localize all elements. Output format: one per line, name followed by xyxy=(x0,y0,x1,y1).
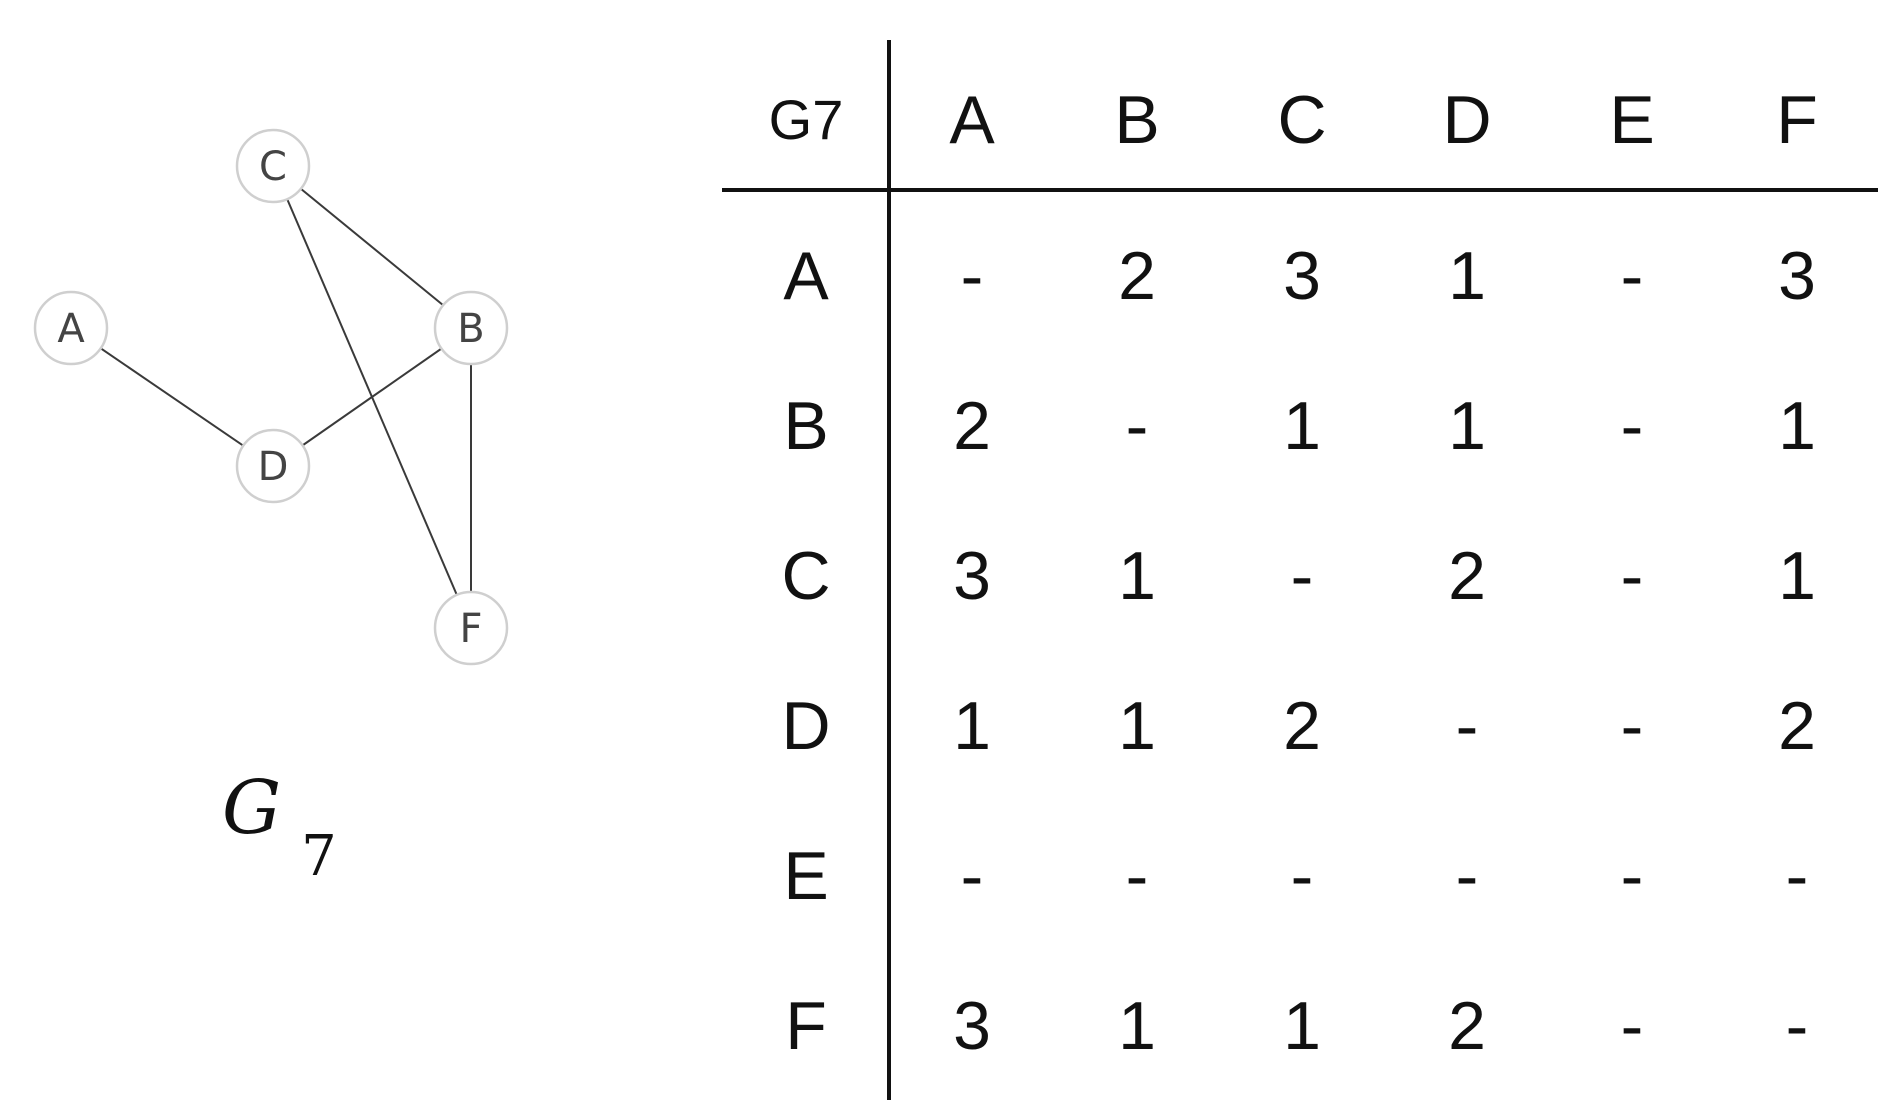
node-label: A xyxy=(57,306,85,352)
edge-d-b xyxy=(272,327,472,467)
table-cell-e-c: - xyxy=(1290,838,1314,914)
node-f: F xyxy=(433,590,509,666)
graph-caption: G7 xyxy=(222,765,337,889)
row-header-b: B xyxy=(783,388,829,464)
node-b: B xyxy=(433,290,509,366)
row-header-d: D xyxy=(781,688,831,764)
table-cell-a-c: 3 xyxy=(1283,238,1321,314)
table-cell-c-e: - xyxy=(1620,538,1644,614)
table-cell-a-a: - xyxy=(960,238,984,314)
table-cell-d-a: 1 xyxy=(953,688,991,764)
table-cell-f-f: - xyxy=(1785,988,1809,1064)
table-cell-e-d: - xyxy=(1455,838,1479,914)
row-header-e: E xyxy=(783,838,829,914)
table-cell-d-b: 1 xyxy=(1118,688,1156,764)
table-cell-b-a: 2 xyxy=(953,388,991,464)
node-circle xyxy=(433,290,509,366)
graph-edges xyxy=(70,165,472,629)
table-cell-c-d: 2 xyxy=(1448,538,1486,614)
graph-diagram: C A B D F xyxy=(33,128,509,666)
table-cell-b-f: 1 xyxy=(1778,388,1816,464)
table-cell-b-c: 1 xyxy=(1283,388,1321,464)
table-cell-f-e: - xyxy=(1620,988,1644,1064)
table-cell-b-d: 1 xyxy=(1448,388,1486,464)
graph-caption-letter: G xyxy=(222,765,282,851)
table-cell-d-e: - xyxy=(1620,688,1644,764)
table-cell-e-f: - xyxy=(1785,838,1809,914)
table-cell-a-b: 2 xyxy=(1118,238,1156,314)
node-label: F xyxy=(459,606,482,652)
table-vertical-rule xyxy=(887,40,891,1100)
node-a: A xyxy=(33,290,109,366)
edge-c-b xyxy=(272,165,472,329)
table-cell-d-c: 2 xyxy=(1283,688,1321,764)
node-label: C xyxy=(259,144,287,190)
table-cell-d-d: - xyxy=(1455,688,1479,764)
table-cell-f-b: 1 xyxy=(1118,988,1156,1064)
node-circle xyxy=(235,128,311,204)
column-header-c: C xyxy=(1277,82,1327,158)
node-circle xyxy=(235,428,311,504)
column-header-f: F xyxy=(1776,82,1818,158)
table-horizontal-rule xyxy=(722,188,1878,192)
table-cell-e-a: - xyxy=(960,838,984,914)
node-d: D xyxy=(235,428,311,504)
column-header-d: D xyxy=(1442,82,1492,158)
node-circle xyxy=(433,590,509,666)
node-c: C xyxy=(235,128,311,204)
node-label: D xyxy=(258,444,289,490)
table-cell-f-a: 3 xyxy=(953,988,991,1064)
node-label: B xyxy=(457,306,484,352)
table-cell-e-e: - xyxy=(1620,838,1644,914)
table-corner-label: G7 xyxy=(768,88,844,151)
column-header-e: E xyxy=(1609,82,1655,158)
table-cell-b-e: - xyxy=(1620,388,1644,464)
node-circle xyxy=(33,290,109,366)
table-cell-f-d: 2 xyxy=(1448,988,1486,1064)
column-header-b: B xyxy=(1114,82,1160,158)
row-header-f: F xyxy=(785,988,827,1064)
table-cell-a-e: - xyxy=(1620,238,1644,314)
graph-caption-subscript: 7 xyxy=(301,824,337,889)
table-cell-c-a: 3 xyxy=(953,538,991,614)
table-cell-e-b: - xyxy=(1125,838,1149,914)
table-cell-a-f: 3 xyxy=(1778,238,1816,314)
table-cell-d-f: 2 xyxy=(1778,688,1816,764)
table-cell-c-b: 1 xyxy=(1118,538,1156,614)
graph-nodes: C A B D F xyxy=(33,128,509,666)
table-cell-c-f: 1 xyxy=(1778,538,1816,614)
row-header-c: C xyxy=(781,538,831,614)
table-cell-c-c: - xyxy=(1290,538,1314,614)
table-cell-a-d: 1 xyxy=(1448,238,1486,314)
edge-a-d xyxy=(70,327,274,467)
column-header-a: A xyxy=(949,82,995,158)
row-header-a: A xyxy=(783,238,829,314)
table-cell-f-c: 1 xyxy=(1283,988,1321,1064)
table-cell-b-b: - xyxy=(1125,388,1149,464)
